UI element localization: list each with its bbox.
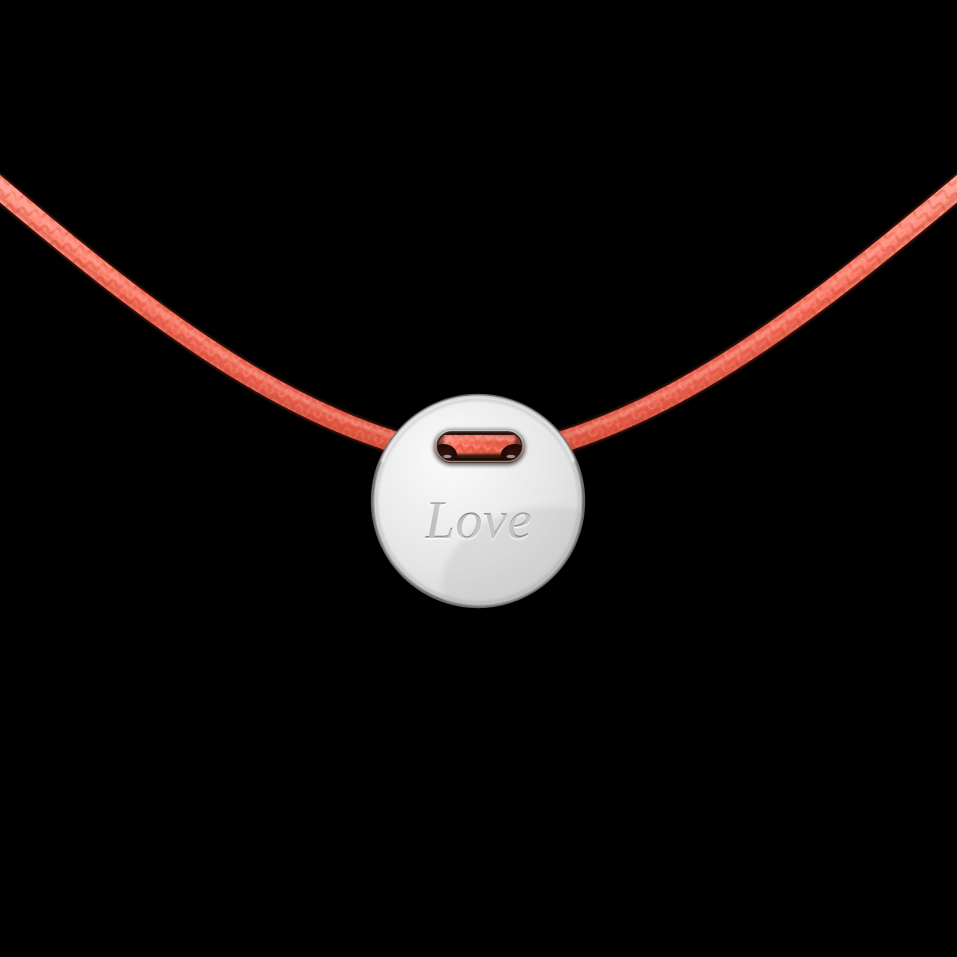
cord-slot: [434, 429, 525, 465]
